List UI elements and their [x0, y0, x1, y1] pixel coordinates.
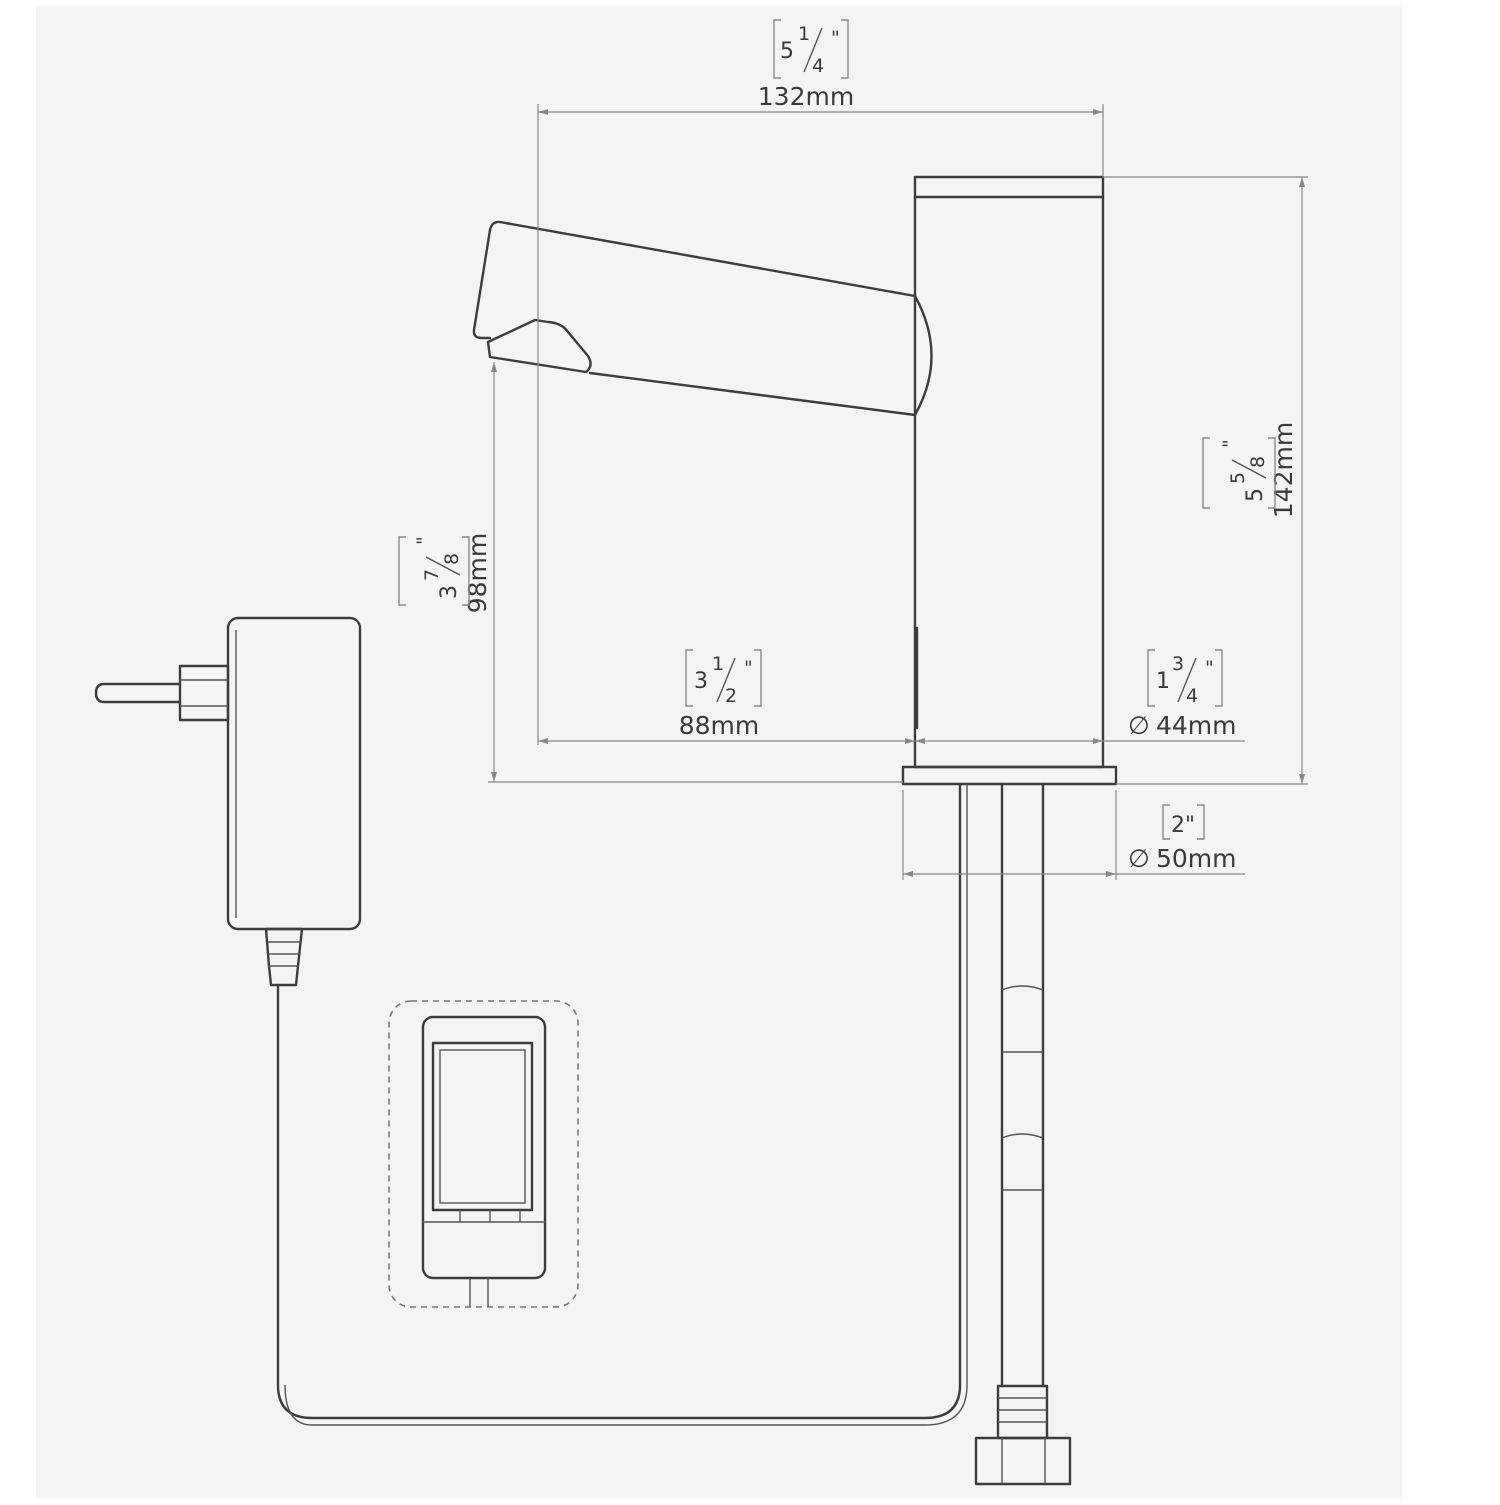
- dim-reach-inch-whole: 3: [694, 669, 708, 694]
- dim-reach-inch-den: 2: [725, 685, 737, 707]
- dim-reach-mm: 88mm: [679, 711, 760, 740]
- dim-height-inch-whole: 5: [1243, 488, 1268, 502]
- dim-base-dia-inch: 2": [1171, 813, 1195, 838]
- faucet-icon: [276, 175, 1118, 1486]
- dim-base-dia-bracket: [1162, 804, 1205, 840]
- power-cable: [276, 782, 962, 1420]
- dim-body-dia-inch-whole: 1: [1156, 669, 1170, 694]
- drawing-background: [36, 6, 1402, 1498]
- dim-width-inch-whole: 5: [780, 39, 794, 64]
- dim-base-dia-symbol: ∅: [1128, 844, 1150, 873]
- hose-nut: [974, 1436, 1072, 1486]
- power-adapter-icon: [94, 616, 362, 987]
- dim-width-inch-num: 1: [798, 23, 810, 45]
- spout-aerator: [486, 318, 592, 374]
- dim-body-dia-inch-den: 4: [1186, 685, 1198, 707]
- dim-height-inch-num: 5: [1227, 472, 1249, 484]
- dim-width-mm: 132mm: [758, 82, 854, 111]
- dim-spout-height-inch-mark: ": [413, 536, 435, 545]
- dim-spout-height-mm: 98mm: [463, 533, 492, 614]
- control-box-body: [421, 1015, 547, 1280]
- dim-width-inch-den: 4: [812, 55, 824, 77]
- dim-body-dia-symbol: ∅: [1128, 711, 1150, 740]
- dim-reach-inch-num: 1: [712, 653, 724, 675]
- dim-base-dia-mm: 50mm: [1156, 844, 1237, 873]
- dim-height-mm: 142mm: [1269, 422, 1298, 518]
- dim-width-inch: 5 1 4 ": [773, 19, 849, 79]
- dim-reach-inch: 3 1 2 ": [685, 649, 762, 707]
- dim-body-dia-inch-num: 3: [1172, 653, 1184, 675]
- dim-body-dia-inch-mark: ": [1205, 657, 1214, 679]
- dim-spout-height-inch-num: 7: [421, 569, 443, 581]
- adapter-plug-base: [178, 664, 230, 722]
- faucet-base: [901, 765, 1118, 786]
- spout-top: [472, 220, 917, 340]
- control-box-window: [431, 1041, 534, 1212]
- dim-spout-height-inch-den: 8: [441, 553, 463, 565]
- adapter-plug-pin: [94, 682, 182, 704]
- dim-spout-height-group: 98mm 3 7 8 ": [398, 533, 492, 614]
- spout-bottom: [588, 294, 933, 417]
- dim-height-group: 142mm 5 5 8 ": [1202, 422, 1298, 518]
- dim-width-inch-mark: ": [831, 27, 840, 49]
- dim-reach-inch-mark: ": [744, 657, 753, 679]
- dim-height-inch-mark: ": [1219, 439, 1241, 448]
- control-box-icon: [388, 1000, 579, 1308]
- control-box-frame: [388, 1000, 579, 1308]
- dim-body-dia-mm: 44mm: [1156, 711, 1237, 740]
- dimension-lines: [488, 104, 1308, 880]
- dim-body-dia-inch: 1 3 4 ": [1147, 649, 1223, 707]
- dim-spout-height-inch-whole: 3: [437, 585, 462, 599]
- dim-height-inch-den: 8: [1247, 456, 1269, 468]
